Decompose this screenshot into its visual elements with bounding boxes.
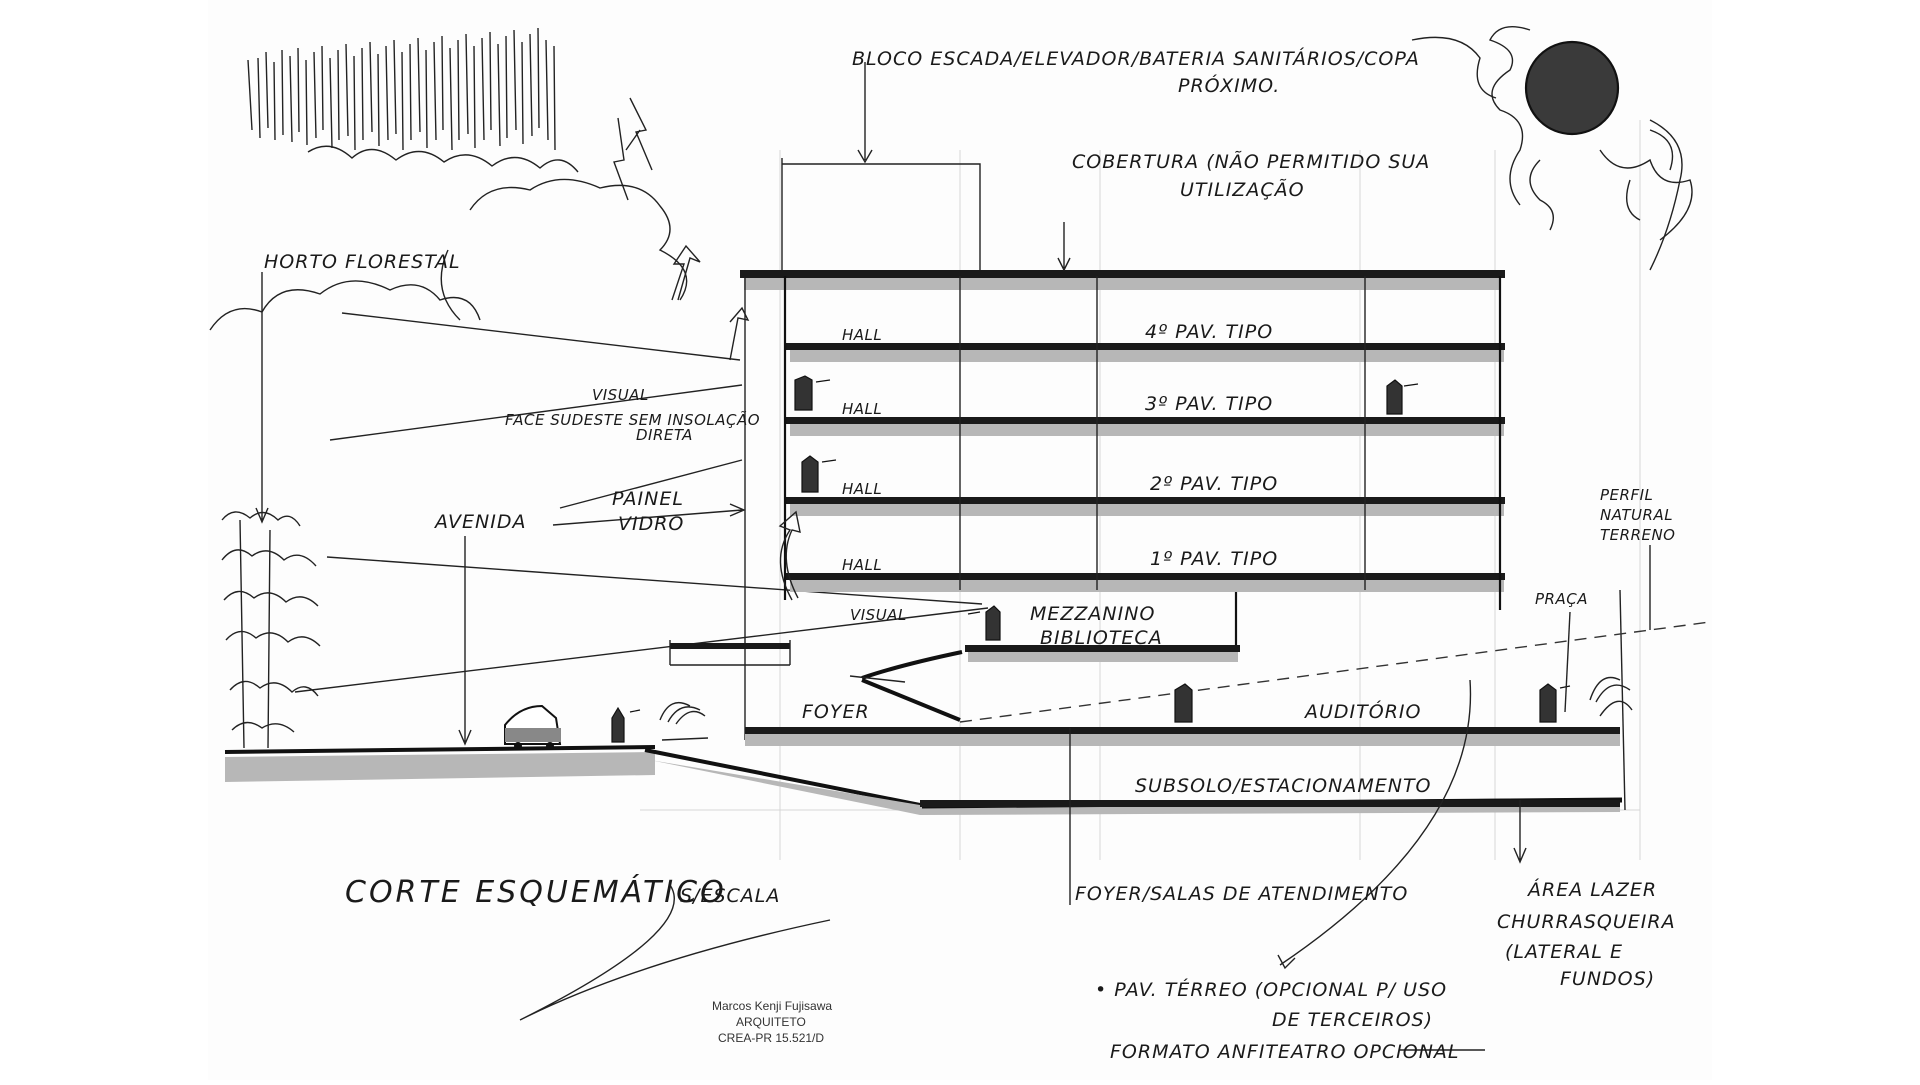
left-vegetation [221,511,321,749]
slab-basement [920,800,1620,807]
label-biblioteca: BIBLIOTECA [1040,627,1163,649]
label-roof-note-2: UTILIZAÇÃO [1180,178,1305,201]
label-pav-terreo: • PAV. TÉRREO (OPCIONAL P/ USO [1095,978,1447,1001]
slab-2nd-floor [785,497,1505,504]
label-4th-floor: 4º PAV. TIPO [1145,321,1273,343]
label-fundos: FUNDOS) [1560,968,1655,990]
label-natural: NATURAL [1600,506,1673,524]
label-visual-direta: DIRETA [636,426,693,444]
label-hall-3: HALL [842,400,882,418]
label-lateral: (LATERAL E [1505,941,1623,963]
label-mezzanino: MEZZANINO [1030,603,1155,625]
label-foyer: FOYER [802,701,870,723]
label-foyer-salas: FOYER/SALAS DE ATENDIMENTO [1075,883,1408,905]
label-subsolo: SUBSOLO/ESTACIONAMENTO [1135,775,1432,797]
label-proximo: PRÓXIMO. [1178,73,1280,97]
forest-canopy-sketch [209,27,688,331]
slab-3rd-floor [785,417,1505,424]
label-3rd-floor: 3º PAV. TIPO [1145,393,1273,415]
label-stair-block: BLOCO ESCADA/ELEVADOR/BATERIA SANITÁRIOS… [852,47,1420,70]
slab-4th-floor [785,343,1505,350]
label-formato-anfiteatro: FORMATO ANFITEATRO OPCIONAL [1110,1041,1460,1063]
label-horto-florestal: HORTO FLORESTAL [264,251,461,273]
label-terceiros: DE TERCEIROS) [1272,1009,1433,1031]
architect-stamp: Marcos Kenji Fujisawa ARQUITETO CREA-PR … [712,999,832,1045]
sight-lines [294,312,989,693]
small-plants [659,676,1633,741]
label-praca: PRAÇA [1535,590,1588,608]
building-section [669,158,1620,807]
label-2nd-floor: 2º PAV. TIPO [1150,473,1278,495]
stamp-name: Marcos Kenji Fujisawa [712,999,832,1013]
drawing-scale: S/ESCALA [680,885,780,907]
annotation-leaders [255,62,1651,1051]
stamp-crea: CREA-PR 15.521/D [718,1031,824,1045]
label-terreno: TERRENO [1600,526,1676,544]
label-hall-1: HALL [842,556,882,574]
stair-block-outline [781,158,981,276]
label-hall-4: HALL [842,326,882,344]
label-churrasqueira: CHURRASQUEIRA [1497,911,1676,933]
label-roof-note: COBERTURA (NÃO PERMITIDO SUA [1072,150,1430,173]
label-hall-2: HALL [842,480,882,498]
label-visual-mezzanine: VISUAL [850,606,907,624]
slab-mezzanine [965,645,1240,652]
people-figures [611,375,1571,743]
label-avenida: AVENIDA [433,511,527,533]
natural-terrain-profile [959,621,1711,723]
label-perfil: PERFIL [1600,486,1653,504]
label-vidro: VIDRO [618,513,684,535]
roof-slab [740,270,1505,278]
slab-1st-floor [785,573,1505,580]
roof-slab-shade [744,278,1501,290]
label-visual-sudeste: FACE SUDESTE SEM INSOLAÇÃO [505,410,760,429]
drawing-title: CORTE ESQUEMÁTICO [345,874,727,910]
stamp-role: ARQUITETO [736,1015,806,1029]
label-painel: PAINEL [612,488,684,510]
label-1st-floor: 1º PAV. TIPO [1150,548,1278,570]
car-sketch [504,704,562,750]
sun-sketch [1411,26,1693,271]
slab-ground-floor [745,727,1620,734]
label-auditorio: AUDITÓRIO [1303,699,1421,723]
label-visual: VISUAL [592,386,649,404]
mezzanine-ramp [861,650,963,680]
label-area-lazer: ÁREA LAZER [1526,878,1657,901]
